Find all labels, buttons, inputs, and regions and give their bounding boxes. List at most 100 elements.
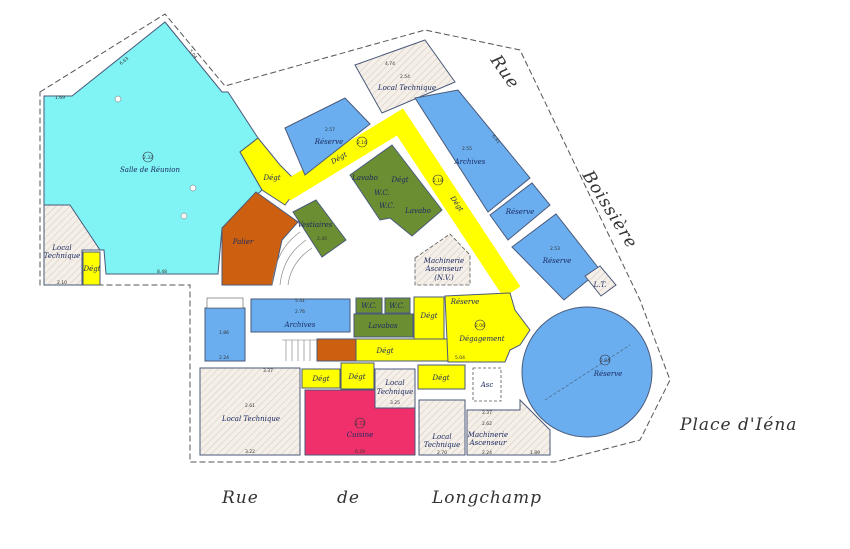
room-archives-255[interactable]: [414, 89, 531, 213]
room-reserve-round[interactable]: [521, 306, 653, 438]
street-label-place-iena: Place d'Iéna: [679, 415, 797, 435]
room-number: 2.40: [317, 236, 327, 242]
room-number: 2.61: [245, 403, 255, 409]
room-label: Technique: [44, 252, 81, 260]
building-outline: [39, 13, 671, 463]
room-label: Archives: [284, 321, 316, 329]
room-label: Dégagement: [458, 335, 504, 343]
staircase-lower: [282, 339, 317, 361]
room-number: 2.72: [355, 421, 365, 427]
dimension: 5.41: [295, 298, 305, 304]
room-orange-small[interactable]: [316, 338, 358, 362]
room-wc-4[interactable]: [384, 297, 411, 314]
room-degt-low[interactable]: [413, 296, 445, 340]
room-label: Dégt: [390, 176, 408, 184]
room-label: Cuisine: [347, 431, 374, 439]
room-number: 2.18: [433, 178, 443, 184]
dimension: 2.37: [482, 410, 492, 416]
room-label: Dégt: [431, 374, 449, 382]
room-label: Lavabos: [367, 322, 398, 330]
room-lavabos[interactable]: [353, 313, 414, 338]
room-palier[interactable]: [221, 191, 299, 286]
room-label: Local: [431, 433, 451, 441]
room-label: Réserve: [450, 298, 480, 306]
room-number: 2.04: [600, 358, 610, 364]
room-lt-small[interactable]: [584, 265, 617, 297]
street-label-longchamp: Longchamp: [431, 488, 542, 508]
room-label: L.T.: [593, 281, 607, 289]
room-label: Palier: [232, 238, 254, 246]
room-archives-276[interactable]: [250, 298, 351, 333]
room-degt-left[interactable]: [82, 251, 101, 286]
room-degt-a[interactable]: [301, 368, 341, 389]
room-label: Local: [384, 379, 404, 387]
room-label: Ascenseur: [425, 265, 463, 273]
dimension: 6.63: [119, 56, 131, 67]
dimension: 4.74: [385, 61, 395, 67]
room-label: Réserve: [505, 208, 535, 216]
room-label: Ascenseur: [469, 439, 507, 447]
room-degt-c[interactable]: [417, 364, 466, 390]
room-label: Local Technique: [221, 415, 280, 423]
room-label: Lavabo: [351, 174, 378, 182]
room-sanitary-cluster[interactable]: [349, 144, 443, 237]
dimension: 3.25: [390, 400, 400, 406]
room-local-technique-low[interactable]: [418, 399, 466, 456]
room-label: Machinerie: [423, 257, 464, 265]
room-machinerie-nv[interactable]: [414, 233, 471, 286]
room-label: Machinerie: [467, 431, 508, 439]
room-label: Réserve: [593, 370, 623, 378]
dimension: 2.24: [219, 355, 229, 361]
street-label-rue: Rue: [485, 51, 523, 93]
dimension: 6.41: [490, 134, 501, 146]
room-number: 2.57: [325, 127, 335, 133]
room-machinerie-ascenseur[interactable]: [466, 398, 551, 456]
room-wc-3[interactable]: [355, 297, 383, 314]
dimension: 6.29: [355, 449, 365, 455]
dimension: 2.24: [482, 450, 492, 456]
street-label-boissiere: Boissière: [577, 166, 641, 252]
room-label: Dégt: [375, 347, 393, 355]
room-degt-mid[interactable]: [355, 338, 449, 362]
room-reserve-small[interactable]: [489, 182, 551, 241]
room-label: Dégt: [262, 174, 280, 182]
room-label: Lavabo: [404, 207, 431, 215]
room-label: Archives: [454, 158, 486, 166]
room-label: Dégt: [419, 312, 437, 320]
dimension: 2.10: [57, 280, 67, 286]
room-label: Réserve: [542, 257, 572, 265]
room-label: W.C.: [361, 302, 377, 310]
room-degt-b[interactable]: [340, 362, 375, 390]
dimension: 5.04: [455, 355, 465, 361]
room-label: Local Technique: [377, 84, 436, 92]
elevator-shaft[interactable]: [472, 367, 502, 402]
room-number: 2.53: [550, 246, 560, 252]
room-number: 2.55: [462, 146, 472, 152]
room-label: Dégt: [311, 375, 329, 383]
room-number: 2.76: [295, 309, 305, 315]
street-label-rue-longchamp: Rue: [221, 488, 259, 508]
room-local-technique-261[interactable]: [199, 367, 301, 456]
room-label: Vestiaires: [298, 221, 333, 229]
room-vestiaires[interactable]: [292, 199, 347, 258]
dimension: 3.22: [245, 449, 255, 455]
room-number: 2.16: [357, 140, 367, 146]
room-label: Dégt: [347, 373, 365, 381]
street-label-de: de: [337, 488, 360, 508]
room-label: Technique: [424, 441, 461, 449]
room-label: Salle de Réunion: [120, 166, 181, 174]
room-number: 2.54: [400, 74, 410, 80]
dimension: 3.37: [263, 368, 273, 374]
room-label: (N.V.): [434, 274, 454, 282]
room-local-technique-mid[interactable]: [374, 368, 416, 409]
room-local-technique-254[interactable]: [354, 39, 456, 114]
room-number: 2.62: [482, 421, 492, 427]
room-local-technique-left[interactable]: [43, 204, 101, 286]
room-reserve-257[interactable]: [284, 97, 371, 176]
room-label: W.C.: [389, 302, 405, 310]
room-degagement[interactable]: [444, 292, 531, 363]
dimension: 1.89: [530, 450, 540, 456]
room-degt-corridor[interactable]: [279, 108, 521, 298]
room-label: Réserve: [314, 138, 344, 146]
